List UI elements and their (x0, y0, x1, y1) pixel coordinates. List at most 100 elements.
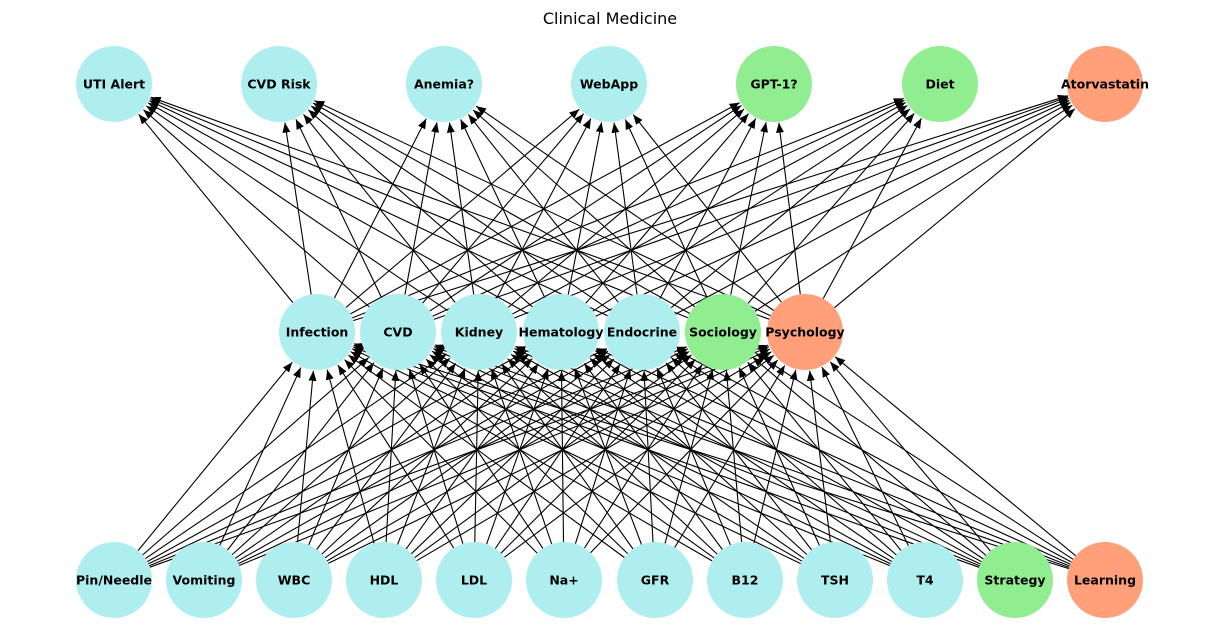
node-circle (76, 46, 152, 122)
node-label: Psychology (765, 325, 844, 340)
node-label: B12 (732, 573, 759, 588)
edge-psychology-to-cvd-risk (314, 100, 771, 317)
diagram-title: Clinical Medicine (543, 9, 677, 28)
edge-kidney-to-diet (512, 102, 906, 315)
edge-hematology-to-atorvastatin (595, 99, 1070, 317)
edge-gfr-to-sociology (664, 369, 714, 544)
node-label: Kidney (455, 325, 503, 340)
edge-psychology-to-webapp (632, 114, 782, 303)
edge-na-to-cvd (419, 364, 544, 549)
edge-ldl-to-cvd (408, 369, 464, 544)
node-label: TSH (821, 573, 849, 588)
node-diet: Diet (902, 46, 978, 122)
node-gfr: GFR (617, 542, 693, 618)
edge-hdl-to-hematology (405, 363, 539, 550)
node-label: LDL (461, 573, 487, 588)
edge-pin-needle-to-endocrine (148, 348, 607, 565)
edge-cvd-to-gpt-1 (429, 105, 742, 312)
edge-ldl-to-kidney (474, 370, 483, 543)
edge-infection-to-uti-alert (138, 113, 294, 303)
node-endocrine: Endocrine (604, 294, 680, 370)
edge-tsh-to-hematology (589, 357, 808, 555)
node-circle (1067, 542, 1143, 618)
node-label: Pin/Needle (76, 573, 152, 588)
edge-vomiting-to-kidney (231, 357, 451, 556)
node-anemia: Anemia? (406, 46, 482, 122)
node-atorvastatin: Atorvastatin (1061, 46, 1149, 122)
edge-ldl-to-infection (337, 364, 455, 549)
edge-tsh-to-sociology (738, 367, 820, 546)
node-label: WBC (278, 573, 311, 588)
node-circle (406, 46, 482, 122)
edge-t4-to-psychology (821, 366, 909, 547)
edge-sociology-to-uti-alert (149, 98, 689, 319)
edge-vomiting-to-cvd (226, 362, 375, 551)
edge-b12-to-kidney (507, 358, 718, 555)
edge-vomiting-to-infection (219, 367, 302, 546)
edge-cvd-to-uti-alert (143, 109, 370, 308)
edge-learning-to-cvd (434, 344, 1070, 568)
node-label: WebApp (580, 77, 638, 92)
edge-psychology-to-anemia (475, 105, 775, 311)
edge-learning-to-endocrine (676, 349, 1072, 563)
edge-na-to-infection (344, 359, 538, 554)
node-circle (241, 46, 317, 122)
edge-psychology-to-atorvastatin (833, 108, 1076, 309)
node-circle (256, 542, 332, 618)
node-label: Hematology (519, 325, 604, 340)
edge-gfr-to-psychology (674, 365, 786, 548)
node-circle (887, 542, 963, 618)
node-uti-alert: UTI Alert (76, 46, 152, 122)
node-circle (736, 46, 812, 122)
edge-gfr-to-kidney (501, 363, 634, 550)
node-circle (604, 294, 680, 370)
node-label: Vomiting (173, 573, 236, 588)
node-na: Na+ (526, 542, 602, 618)
edge-gfr-to-infection (348, 354, 625, 558)
node-label: CVD Risk (247, 77, 311, 92)
node-circle (360, 294, 436, 370)
edge-wbc-to-infection (296, 370, 317, 543)
edge-wbc-to-endocrine (324, 354, 611, 559)
edge-infection-to-gpt-1 (350, 102, 740, 315)
node-t4: T4 (887, 542, 963, 618)
node-vomiting: Vomiting (166, 542, 242, 618)
edge-pin-needle-to-sociology (148, 346, 688, 567)
edge-pin-needle-to-hematology (146, 350, 528, 563)
edge-endocrine-to-atorvastatin (675, 101, 1071, 315)
edge-strategy-to-cvd (433, 345, 980, 567)
edge-ldl-to-psychology (504, 354, 775, 558)
edge-t4-to-cvd (433, 348, 891, 565)
edge-sociology-to-cvd-risk (312, 102, 691, 314)
edge-wbc-to-hematology (321, 358, 533, 555)
edge-t4-to-infection (352, 346, 891, 567)
edge-hdl-to-sociology (414, 354, 692, 559)
edge-tsh-to-infection (351, 348, 801, 565)
node-circle (279, 294, 355, 370)
node-ldl: LDL (436, 542, 512, 618)
edge-t4-to-sociology (747, 361, 902, 551)
edge-strategy-to-endocrine (674, 353, 984, 560)
node-label: Diet (925, 77, 954, 92)
node-kidney: Kidney (441, 294, 517, 370)
node-label: Anemia? (414, 77, 474, 92)
edge-hematology-to-webapp (567, 122, 604, 295)
node-label: UTI Alert (83, 77, 145, 92)
edge-na-to-kidney (491, 368, 553, 545)
edge-vomiting-to-hematology (234, 353, 530, 559)
node-circle (523, 294, 599, 370)
node-pin-needle: Pin/Needle (76, 542, 152, 618)
edge-infection-to-webapp (345, 108, 580, 308)
node-strategy: Strategy (977, 542, 1053, 618)
node-circle (685, 294, 761, 370)
edge-cvd-to-diet (432, 99, 905, 317)
node-circle (617, 542, 693, 618)
node-infection: Infection (279, 294, 355, 370)
node-label: Sociology (689, 325, 757, 340)
node-circle (767, 294, 843, 370)
edge-infection-to-diet (352, 97, 905, 319)
node-circle (526, 542, 602, 618)
edge-b12-to-infection (350, 351, 713, 562)
